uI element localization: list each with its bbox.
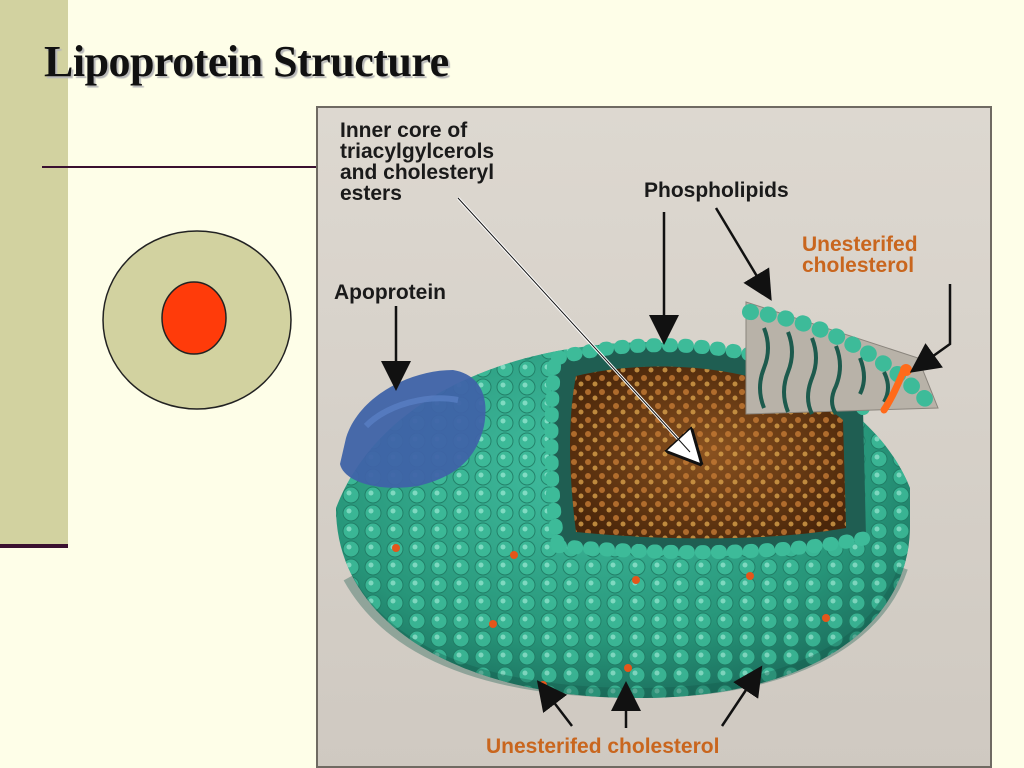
phospholipids-arrow-right [714, 207, 772, 301]
lipoprotein-schematic [102, 230, 292, 410]
schematic-core [161, 281, 227, 355]
sidebar-divider [0, 544, 68, 548]
sidebar-accent [0, 0, 68, 545]
phospholipids-label: Phospholipids [644, 179, 789, 202]
unesterified-arrow-top [909, 284, 952, 373]
title-divider [42, 166, 322, 168]
lipoprotein-figure: Inner core of triacylgylcerols and chole… [316, 106, 992, 768]
slide-title: Lipoprotein Structure [44, 37, 449, 86]
inner-core-label: Inner core of triacylgylcerols and chole… [340, 119, 495, 205]
membrane-inset [742, 301, 939, 416]
apoprotein-label: Apoprotein [334, 281, 446, 304]
bottom-arrow-right [720, 665, 763, 727]
bottom-unesterified-cholesterol-label: Unesterifed cholesterol [486, 735, 720, 758]
unesterified-cholesterol-label: Unesterifed cholesterol [802, 233, 918, 277]
bottom-arrow-left [536, 680, 573, 727]
